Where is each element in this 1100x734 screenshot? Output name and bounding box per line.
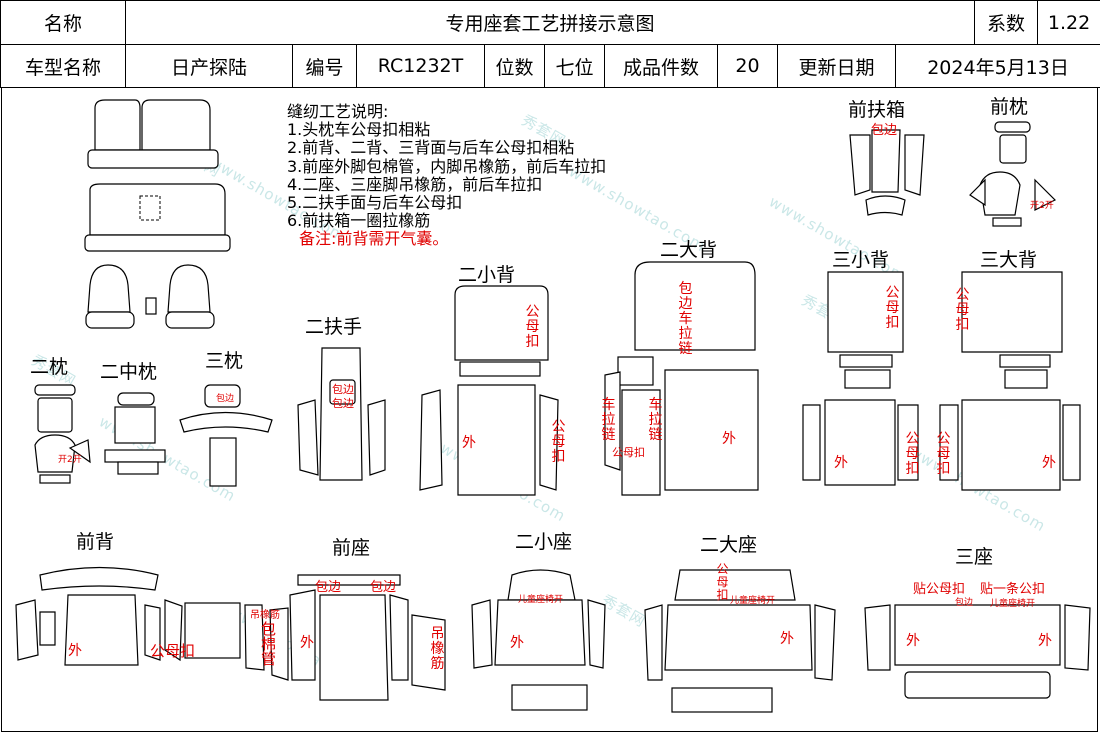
section-label-second-small-seat: 二小座 xyxy=(515,531,573,553)
annot-wrap-edge: 包边 xyxy=(315,580,342,595)
section-label-second-large-seat: 二大座 xyxy=(700,534,758,556)
annot-snap: 公母扣 xyxy=(551,419,566,465)
second-headrest-pattern xyxy=(34,384,91,484)
name-label: 名称 xyxy=(0,0,126,45)
second-armrest-pattern xyxy=(297,347,386,481)
notes-remark: 备注:前背需开气囊。 xyxy=(299,229,449,249)
seats-value: 七位 xyxy=(544,44,605,88)
section-label-third-headrest: 三枕 xyxy=(205,350,244,372)
annot-outer: 外 xyxy=(300,635,314,651)
annot-zip: 车拉链 xyxy=(648,397,663,443)
notes-title: 缝纫工艺说明: xyxy=(287,102,389,121)
front-armbox-pattern xyxy=(849,129,925,216)
pieces-value: 20 xyxy=(717,44,778,88)
annot-wrap-edge: 包边 xyxy=(955,598,974,608)
annot-stick-one-snap: 贴一条公扣 xyxy=(980,582,1046,597)
annot-outer: 外 xyxy=(834,455,848,471)
note-item: 4.二座、三座脚吊橡筋，前后车拉扣 xyxy=(287,174,543,194)
pieces-label: 成品件数 xyxy=(604,44,718,88)
section-label-third-small-back: 三小背 xyxy=(832,249,890,271)
annot-open: 开2开 xyxy=(58,455,82,465)
annot-open: 开2开 xyxy=(1030,201,1054,211)
second-small-seat-pattern xyxy=(471,569,606,711)
annot-snap: 公母扣 xyxy=(525,304,540,350)
annot-outer: 外 xyxy=(780,631,794,647)
annot-outer: 外 xyxy=(906,633,920,649)
front-back-pattern xyxy=(15,566,265,671)
note-item: 2.前背、二背、三背面与后车公母扣相粘 xyxy=(287,138,575,158)
annot-cotton: 包棉管 xyxy=(261,620,277,668)
date-value: 2024年5月13日 xyxy=(894,44,1100,88)
annot-outer: 外 xyxy=(68,643,82,659)
annot-snap: 公母扣 xyxy=(150,642,196,660)
second-large-seat-pattern xyxy=(644,569,836,713)
section-label-second-large-back: 二大背 xyxy=(660,239,718,261)
third-headrest-pattern xyxy=(179,384,273,487)
section-label-front-seat: 前座 xyxy=(332,537,371,559)
annot-outer: 外 xyxy=(1038,633,1052,649)
third-seat-pattern xyxy=(864,604,1091,699)
code-value: RC1232T xyxy=(356,44,485,88)
annot-child-seat: 儿童座椅开 xyxy=(730,596,776,606)
third-large-back-pattern xyxy=(939,271,1081,491)
annot-wrap-edge: 包边 xyxy=(370,580,397,595)
second-large-back-pattern xyxy=(604,261,759,496)
annot-child-seat: 儿童座椅开 xyxy=(518,595,564,605)
annot-wrap-edge: 包边 xyxy=(332,383,354,396)
annot-outer: 外 xyxy=(722,431,736,447)
section-label-second-small-back: 二小背 xyxy=(458,264,516,286)
seat-overview-illustration xyxy=(84,99,231,329)
annot-snap: 公母扣 xyxy=(936,431,951,477)
annot-wrap-edge: 包边 xyxy=(871,123,898,138)
annot-wrap-edge: 包边 xyxy=(216,394,235,404)
third-small-back-pattern xyxy=(802,271,919,486)
note-item: 3.前座外脚包棉管，内脚吊橡筋，前后车拉扣 xyxy=(287,156,607,176)
annot-snap: 公母扣 xyxy=(716,562,729,602)
annot-snap: 公母扣 xyxy=(955,287,970,333)
annot-wrap-edge: 包边 xyxy=(332,397,354,410)
annot-outer: 外 xyxy=(462,435,476,451)
seats-label: 位数 xyxy=(484,44,545,88)
note-item: 6.前扶箱一圈拉橡筋 xyxy=(287,211,431,231)
section-label-third-seat: 三座 xyxy=(955,546,994,568)
sewing-notes: 缝纫工艺说明: 1.头枕车公母扣相粘 2.前背、二背、三背面与后车公母扣相粘 3… xyxy=(287,102,607,249)
annot-snap: 公母扣 xyxy=(905,431,920,477)
coef-value: 1.22 xyxy=(1037,0,1100,45)
section-label-front-back: 前背 xyxy=(76,531,115,553)
doc-title: 专用座套工艺拼接示意图 xyxy=(124,0,976,45)
annot-zip: 车拉链 xyxy=(601,397,616,443)
date-label: 更新日期 xyxy=(777,44,896,88)
annot-elastic: 吊橡筋 xyxy=(430,626,445,672)
section-label-front-armbox: 前扶箱 xyxy=(848,99,906,121)
section-label-second-armrest: 二扶手 xyxy=(305,316,363,338)
annot-outer: 外 xyxy=(1042,455,1056,471)
note-item: 5.二扶手面与后车公母扣 xyxy=(287,193,463,213)
header-table: 名称 专用座套工艺拼接示意图 系数 1.22 车型名称 日产探陆 编号 RC12… xyxy=(0,0,1100,88)
second-mid-headrest-pattern xyxy=(104,392,166,475)
annot-child-seat: 儿童座椅开 xyxy=(990,599,1036,609)
second-small-back-pattern xyxy=(419,285,559,496)
annot-wrap-zip: 包边车拉链 xyxy=(678,281,693,357)
front-headrest-pattern xyxy=(969,121,1057,227)
drawing-frame xyxy=(1,87,1098,732)
annot-outer: 外 xyxy=(510,635,524,651)
section-label-second-mid-headrest: 二中枕 xyxy=(100,361,158,383)
code-label: 编号 xyxy=(292,44,357,88)
annot-stick-snap: 贴公母扣 xyxy=(913,582,966,597)
note-item: 1.头枕车公母扣相粘 xyxy=(287,120,431,140)
annot-snap: 公母扣 xyxy=(612,446,645,459)
annot-snap: 公母扣 xyxy=(885,285,900,331)
section-label-front-headrest: 前枕 xyxy=(990,96,1029,118)
annot-hang-label: 吊橡筋 xyxy=(250,610,280,621)
section-label-third-large-back: 三大背 xyxy=(980,249,1038,271)
front-seat-pattern xyxy=(269,574,446,701)
section-label-second-headrest: 二枕 xyxy=(30,356,69,378)
